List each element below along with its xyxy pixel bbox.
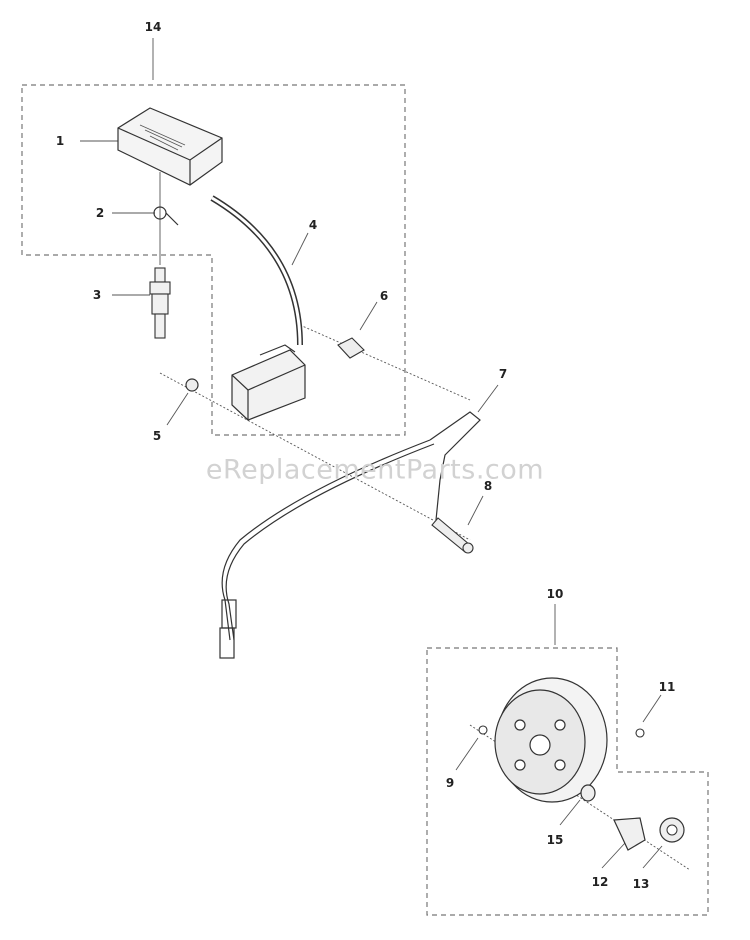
part-9-washer xyxy=(478,725,488,735)
part-5-nut xyxy=(185,378,199,392)
part-11-nut xyxy=(635,728,645,738)
part-10-flywheel xyxy=(494,677,608,803)
part-7-bracket xyxy=(219,411,481,659)
callout-15[interactable]: 15 xyxy=(546,833,564,847)
callout-14[interactable]: 14 xyxy=(144,20,162,34)
assembly-14-boundary xyxy=(21,84,406,436)
part-2-spring xyxy=(153,206,179,226)
watermark: eReplacementParts.com xyxy=(205,454,545,486)
part-4-ignition-lead xyxy=(210,195,303,346)
callout-5[interactable]: 5 xyxy=(152,429,162,443)
callout-6[interactable]: 6 xyxy=(379,289,389,303)
part-6-clip xyxy=(337,337,365,359)
ignition-module xyxy=(231,344,306,421)
callout-9[interactable]: 9 xyxy=(445,776,455,790)
callout-8[interactable]: 8 xyxy=(483,479,493,493)
part-1-cover xyxy=(117,107,223,186)
part-12-pawl xyxy=(613,817,646,851)
callout-11[interactable]: 11 xyxy=(658,680,676,694)
callout-3[interactable]: 3 xyxy=(92,288,102,302)
callout-10[interactable]: 10 xyxy=(546,587,564,601)
assembly-10-boundary xyxy=(426,647,709,916)
part-15-spacer xyxy=(580,784,596,802)
callout-12[interactable]: 12 xyxy=(591,875,609,889)
part-8-screw xyxy=(431,517,474,554)
callout-7[interactable]: 7 xyxy=(498,367,508,381)
callout-2[interactable]: 2 xyxy=(95,206,105,220)
callout-13[interactable]: 13 xyxy=(632,877,650,891)
callout-1[interactable]: 1 xyxy=(55,134,65,148)
part-3-spark-plug xyxy=(149,267,171,339)
callout-4[interactable]: 4 xyxy=(308,218,318,232)
